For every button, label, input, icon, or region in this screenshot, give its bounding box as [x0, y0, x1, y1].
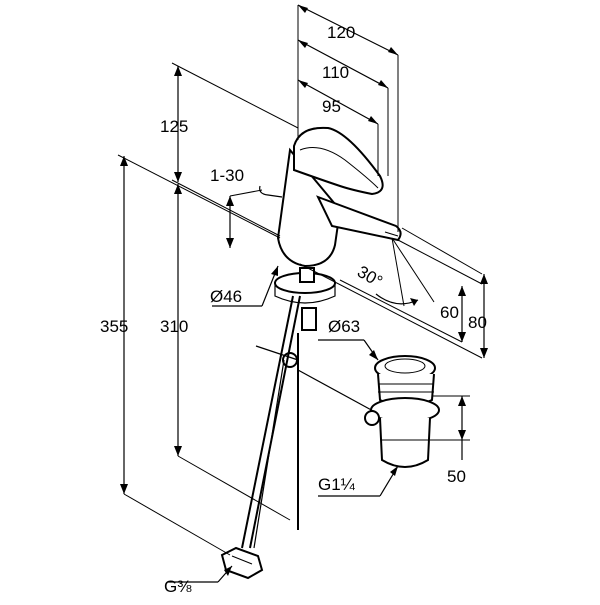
dim-o46-label: Ø46 — [210, 287, 242, 306]
dim-95-label: 95 — [322, 97, 341, 116]
dim-80-label: 80 — [468, 313, 487, 332]
dim-120-label: 120 — [327, 23, 355, 42]
thread-g1-1-4-label: G1¼ — [318, 475, 356, 494]
dim-110-label: 110 — [322, 63, 349, 82]
dimension-labels: 120 110 95 125 1-30 Ø46 30° 355 310 60 8… — [100, 23, 487, 596]
supply-hoses — [220, 295, 301, 580]
dim-310-label: 310 — [160, 317, 188, 336]
dimension-lines — [117, 4, 488, 583]
pop-up-waste — [297, 355, 440, 468]
dim-1-30-label: 1-30 — [210, 166, 244, 185]
dim-o63-label: Ø63 — [328, 317, 360, 336]
dim-30-degree-label: 30° — [354, 262, 386, 291]
dim-50-label: 50 — [447, 467, 466, 486]
dim-60-label: 60 — [440, 303, 459, 322]
dim-125-label: 125 — [160, 117, 188, 136]
faucet-body — [255, 126, 402, 368]
thread-g3-8-label: G⅜ — [164, 577, 192, 596]
dim-355-label: 355 — [100, 317, 128, 336]
